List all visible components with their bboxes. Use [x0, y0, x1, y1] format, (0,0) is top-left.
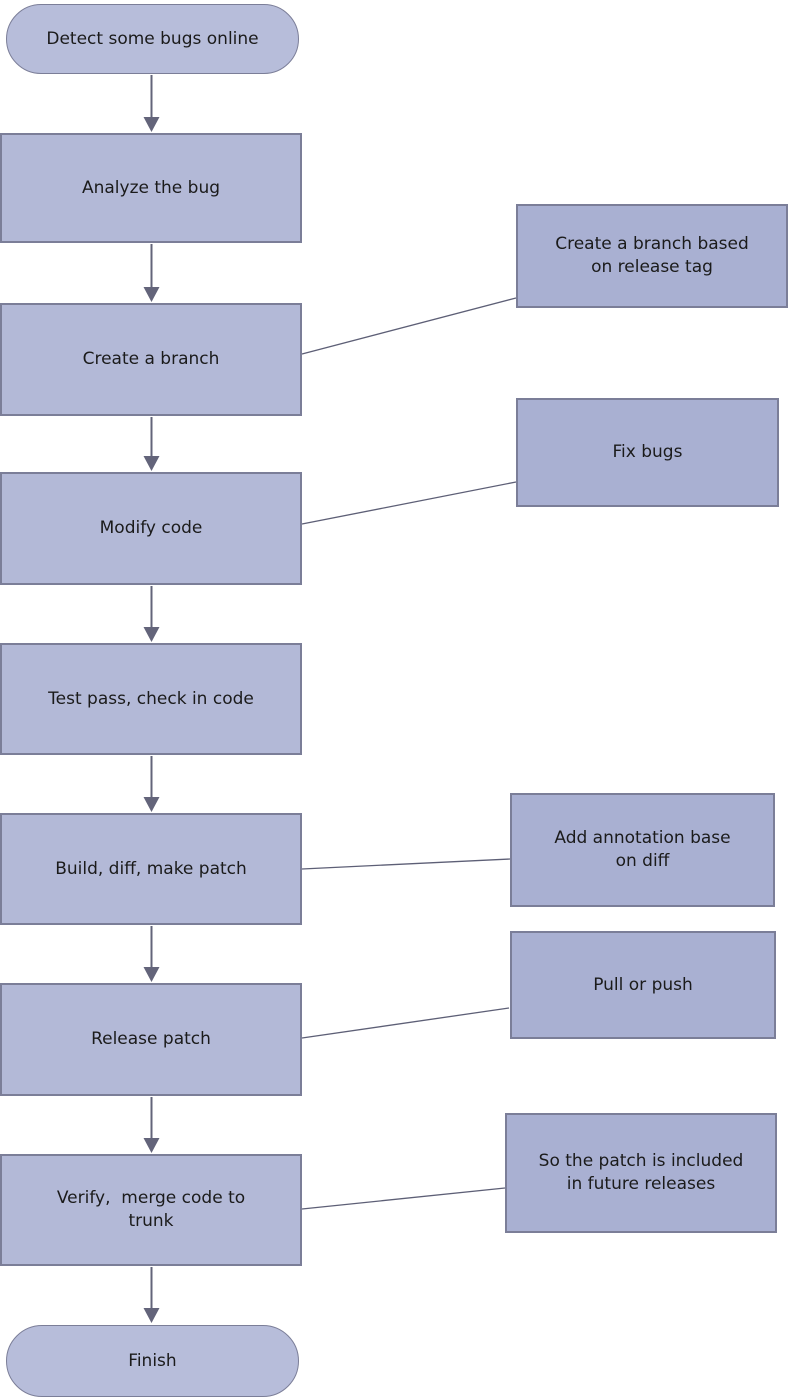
flow-arrow [143, 75, 160, 132]
annotation-connector [301, 481, 517, 525]
flow-arrow [143, 586, 160, 642]
node-analyze-bug-label: Analyze the bug [81, 177, 221, 198]
node-build-diff-patch-label: Build, diff, make patch [55, 858, 247, 879]
flow-arrow [143, 1267, 160, 1323]
node-start-label: Detect some bugs online [46, 28, 259, 49]
annotation-patch-included: So the patch is included in future relea… [505, 1113, 777, 1233]
annotation-connector [301, 1187, 506, 1210]
node-verify-merge-label: Verify, merge code to trunk [56, 1188, 246, 1231]
node-release-patch: Release patch [0, 983, 302, 1096]
node-test-pass: Test pass, check in code [0, 643, 302, 755]
node-finish-label: Finish [128, 1350, 177, 1371]
annotation-patch-included-label: So the patch is included in future relea… [538, 1151, 744, 1194]
annotation-pull-or-push-label: Pull or push [593, 974, 693, 995]
node-modify-code: Modify code [0, 472, 302, 585]
flow-arrow [143, 756, 160, 812]
node-modify-code-label: Modify code [99, 518, 203, 539]
annotation-pull-or-push: Pull or push [510, 931, 776, 1039]
node-release-patch-label: Release patch [91, 1029, 211, 1050]
flow-arrow [143, 244, 160, 302]
annotation-fix-bugs-label: Fix bugs [612, 442, 683, 463]
node-verify-merge: Verify, merge code to trunk [0, 1154, 302, 1266]
node-create-branch: Create a branch [0, 303, 302, 416]
annotation-add-annotation-diff: Add annotation base on diff [510, 793, 775, 907]
node-build-diff-patch: Build, diff, make patch [0, 813, 302, 925]
annotation-fix-bugs: Fix bugs [516, 398, 779, 507]
annotation-create-branch-based: Create a branch based on release tag [516, 204, 788, 308]
annotation-connector [301, 858, 511, 870]
flow-arrow [143, 1097, 160, 1153]
node-test-pass-label: Test pass, check in code [48, 688, 254, 709]
flow-arrow [143, 417, 160, 471]
annotation-connector [301, 1007, 510, 1039]
flow-arrow [143, 926, 160, 982]
node-start: Detect some bugs online [6, 4, 299, 74]
node-create-branch-label: Create a branch [82, 349, 220, 370]
node-finish: Finish [6, 1325, 299, 1397]
annotation-connector [301, 297, 517, 355]
node-analyze-bug: Analyze the bug [0, 133, 302, 243]
annotation-create-branch-based-label: Create a branch based on release tag [555, 234, 749, 277]
annotation-add-annotation-diff-label: Add annotation base on diff [554, 828, 731, 871]
